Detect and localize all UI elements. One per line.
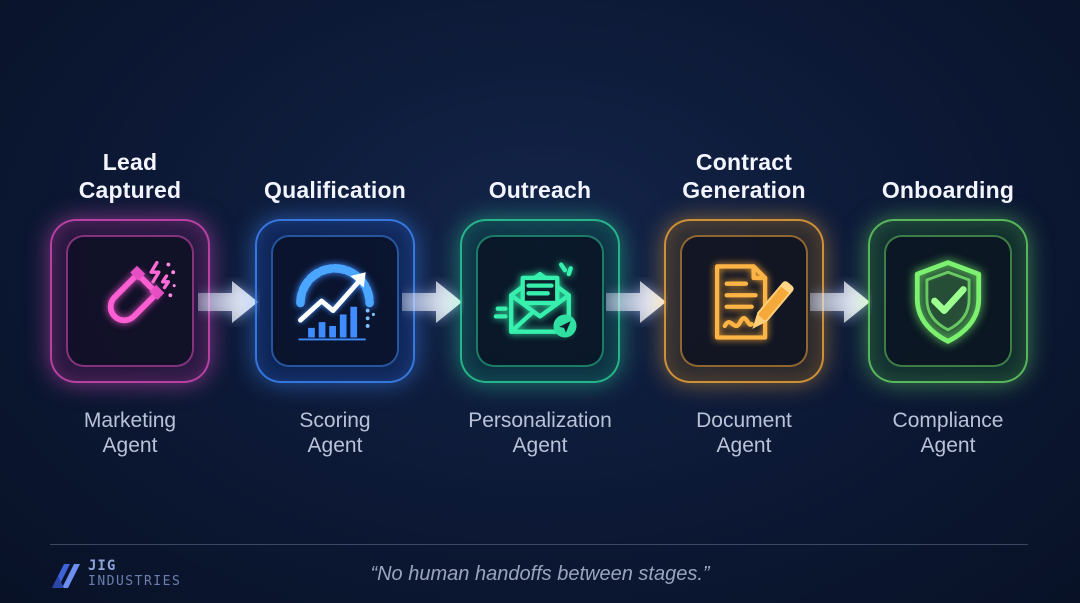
agent-label: Scoring Agent — [299, 409, 371, 457]
jig-logo-icon — [52, 564, 80, 588]
growth-chart-icon — [296, 264, 375, 341]
stage-title: Lead Captured — [78, 149, 182, 203]
stage-card — [868, 219, 1028, 383]
stage-title: Onboarding — [881, 177, 1015, 203]
arrow-right-icon — [402, 281, 462, 323]
stage-card — [460, 219, 620, 383]
magnet-icon — [107, 260, 176, 324]
agent-label: Compliance Agent — [892, 409, 1004, 457]
brand-name: JIG — [88, 558, 117, 574]
arrow-right-icon — [198, 281, 258, 323]
shield-check-icon — [914, 260, 982, 344]
arrow-right-icon — [606, 281, 666, 323]
agent-label: Document Agent — [696, 409, 792, 457]
footer-divider — [50, 544, 1028, 545]
stage-title: Outreach — [488, 177, 592, 203]
brand-subtitle: INDUSTRIES — [88, 574, 182, 589]
stage-title: Qualification — [264, 177, 406, 203]
stage-title: Contract Generation — [682, 149, 806, 203]
stage-card — [664, 219, 824, 383]
contract-pen-icon — [714, 264, 794, 340]
stage-card — [255, 219, 415, 383]
arrow-right-icon — [810, 281, 870, 323]
stage-card — [50, 219, 210, 383]
tagline-quote: “No human handoffs between stages.” — [370, 563, 710, 585]
agent-label: Personalization Agent — [468, 409, 612, 457]
agent-label: Marketing Agent — [83, 409, 177, 457]
envelope-icon — [493, 262, 577, 338]
brand-logo: JIG INDUSTRIES — [50, 556, 210, 592]
